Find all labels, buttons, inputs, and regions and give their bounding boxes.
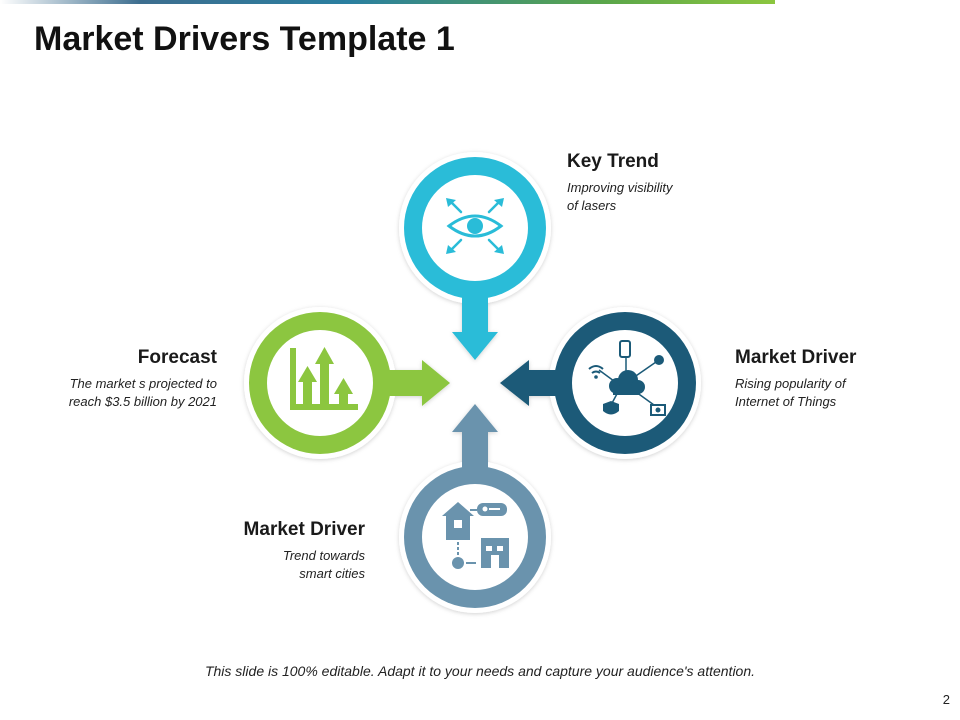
desc-line: Trend towards xyxy=(282,548,365,563)
desc-line: of lasers xyxy=(567,198,617,213)
top-accent-bar xyxy=(0,0,775,4)
desc-line: smart cities xyxy=(299,566,365,581)
iot-driver-heading: Market Driver xyxy=(735,347,857,368)
page-title: Market Drivers Template 1 xyxy=(34,20,455,58)
desc-line: reach $3.5 billion by 2021 xyxy=(68,394,217,409)
key-trend-label: Key Trend Improving visibility of lasers xyxy=(567,151,672,215)
page-number: 2 xyxy=(942,692,950,707)
forecast-heading: Forecast xyxy=(137,347,217,368)
iot-driver-label: Market Driver Rising popularity of Inter… xyxy=(735,347,856,411)
smart-city-driver-label: Market Driver Trend towards smart cities xyxy=(244,519,365,583)
smart-city-driver-node xyxy=(399,404,551,613)
key-trend-description: Improving visibility of lasers xyxy=(567,179,672,215)
key-trend-node xyxy=(399,152,551,360)
footer-note: This slide is 100% editable. Adapt it to… xyxy=(204,663,756,679)
bar-chart-growth-icon xyxy=(290,347,358,410)
forecast-description: The market s projected to reach $3.5 bil… xyxy=(69,375,217,411)
iot-driver-description: Rising popularity of Internet of Things xyxy=(735,375,856,411)
forecast-node xyxy=(244,307,450,459)
iot-cloud-icon xyxy=(588,340,666,416)
smart-city-icon xyxy=(442,502,509,569)
desc-line: Internet of Things xyxy=(735,394,837,409)
desc-line: Rising popularity of xyxy=(735,376,846,391)
desc-line: Improving visibility xyxy=(567,180,673,195)
forecast-label: Forecast The market s projected to reach… xyxy=(69,347,217,411)
desc-line: The market s projected to xyxy=(69,376,217,391)
eye-arrows-icon xyxy=(446,198,504,254)
smart-city-driver-heading: Market Driver xyxy=(243,519,365,540)
iot-driver-node xyxy=(500,307,701,459)
smart-city-driver-description: Trend towards smart cities xyxy=(244,547,365,583)
key-trend-heading: Key Trend xyxy=(567,151,659,172)
